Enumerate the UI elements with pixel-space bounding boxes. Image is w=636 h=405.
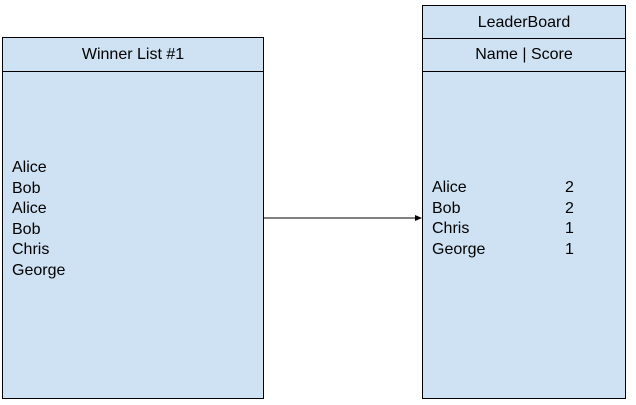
leaderboard-row: Alice 2 — [432, 178, 577, 199]
winner-list-entries: Alice Bob Alice Bob Chris George — [12, 158, 65, 282]
winner-list-item: Alice — [12, 159, 47, 176]
leaderboard-row: George 1 — [432, 240, 577, 261]
leaderboard-score: 1 — [565, 220, 574, 238]
leaderboard-name: Bob — [432, 199, 461, 217]
winner-list-item: Bob — [12, 179, 41, 197]
leaderboard-column-header: Name | Score — [423, 39, 625, 72]
leaderboard-score: 2 — [565, 179, 574, 196]
leaderboard-title: LeaderBoard — [477, 14, 571, 31]
winner-list-item: Bob — [12, 220, 41, 238]
leaderboard-row: Bob 2 — [432, 199, 577, 220]
winner-list-item: Alice — [12, 200, 47, 218]
leaderboard-row: Chris 1 — [432, 219, 577, 240]
leaderboard-name: Chris — [432, 220, 470, 238]
leaderboard-name: George — [432, 240, 486, 258]
winner-list-item: George — [12, 261, 66, 279]
leaderboard-name: Alice — [432, 179, 467, 196]
leaderboard-score: 2 — [565, 199, 574, 217]
winner-list-item: Chris — [12, 241, 50, 259]
leaderboard-box: Name | Score Alice 2 Bob 2 Chris 1 Georg… — [422, 38, 626, 399]
leaderboard-title-box: LeaderBoard — [422, 5, 626, 39]
leaderboard-rows: Alice 2 Bob 2 Chris 1 George 1 — [432, 178, 577, 260]
winner-list-title: Winner List #1 — [3, 38, 263, 72]
arrowhead-icon — [415, 215, 422, 221]
winner-list-box: Winner List #1 Alice Bob Alice Bob Chris… — [2, 37, 264, 399]
leaderboard-score: 1 — [565, 240, 574, 258]
